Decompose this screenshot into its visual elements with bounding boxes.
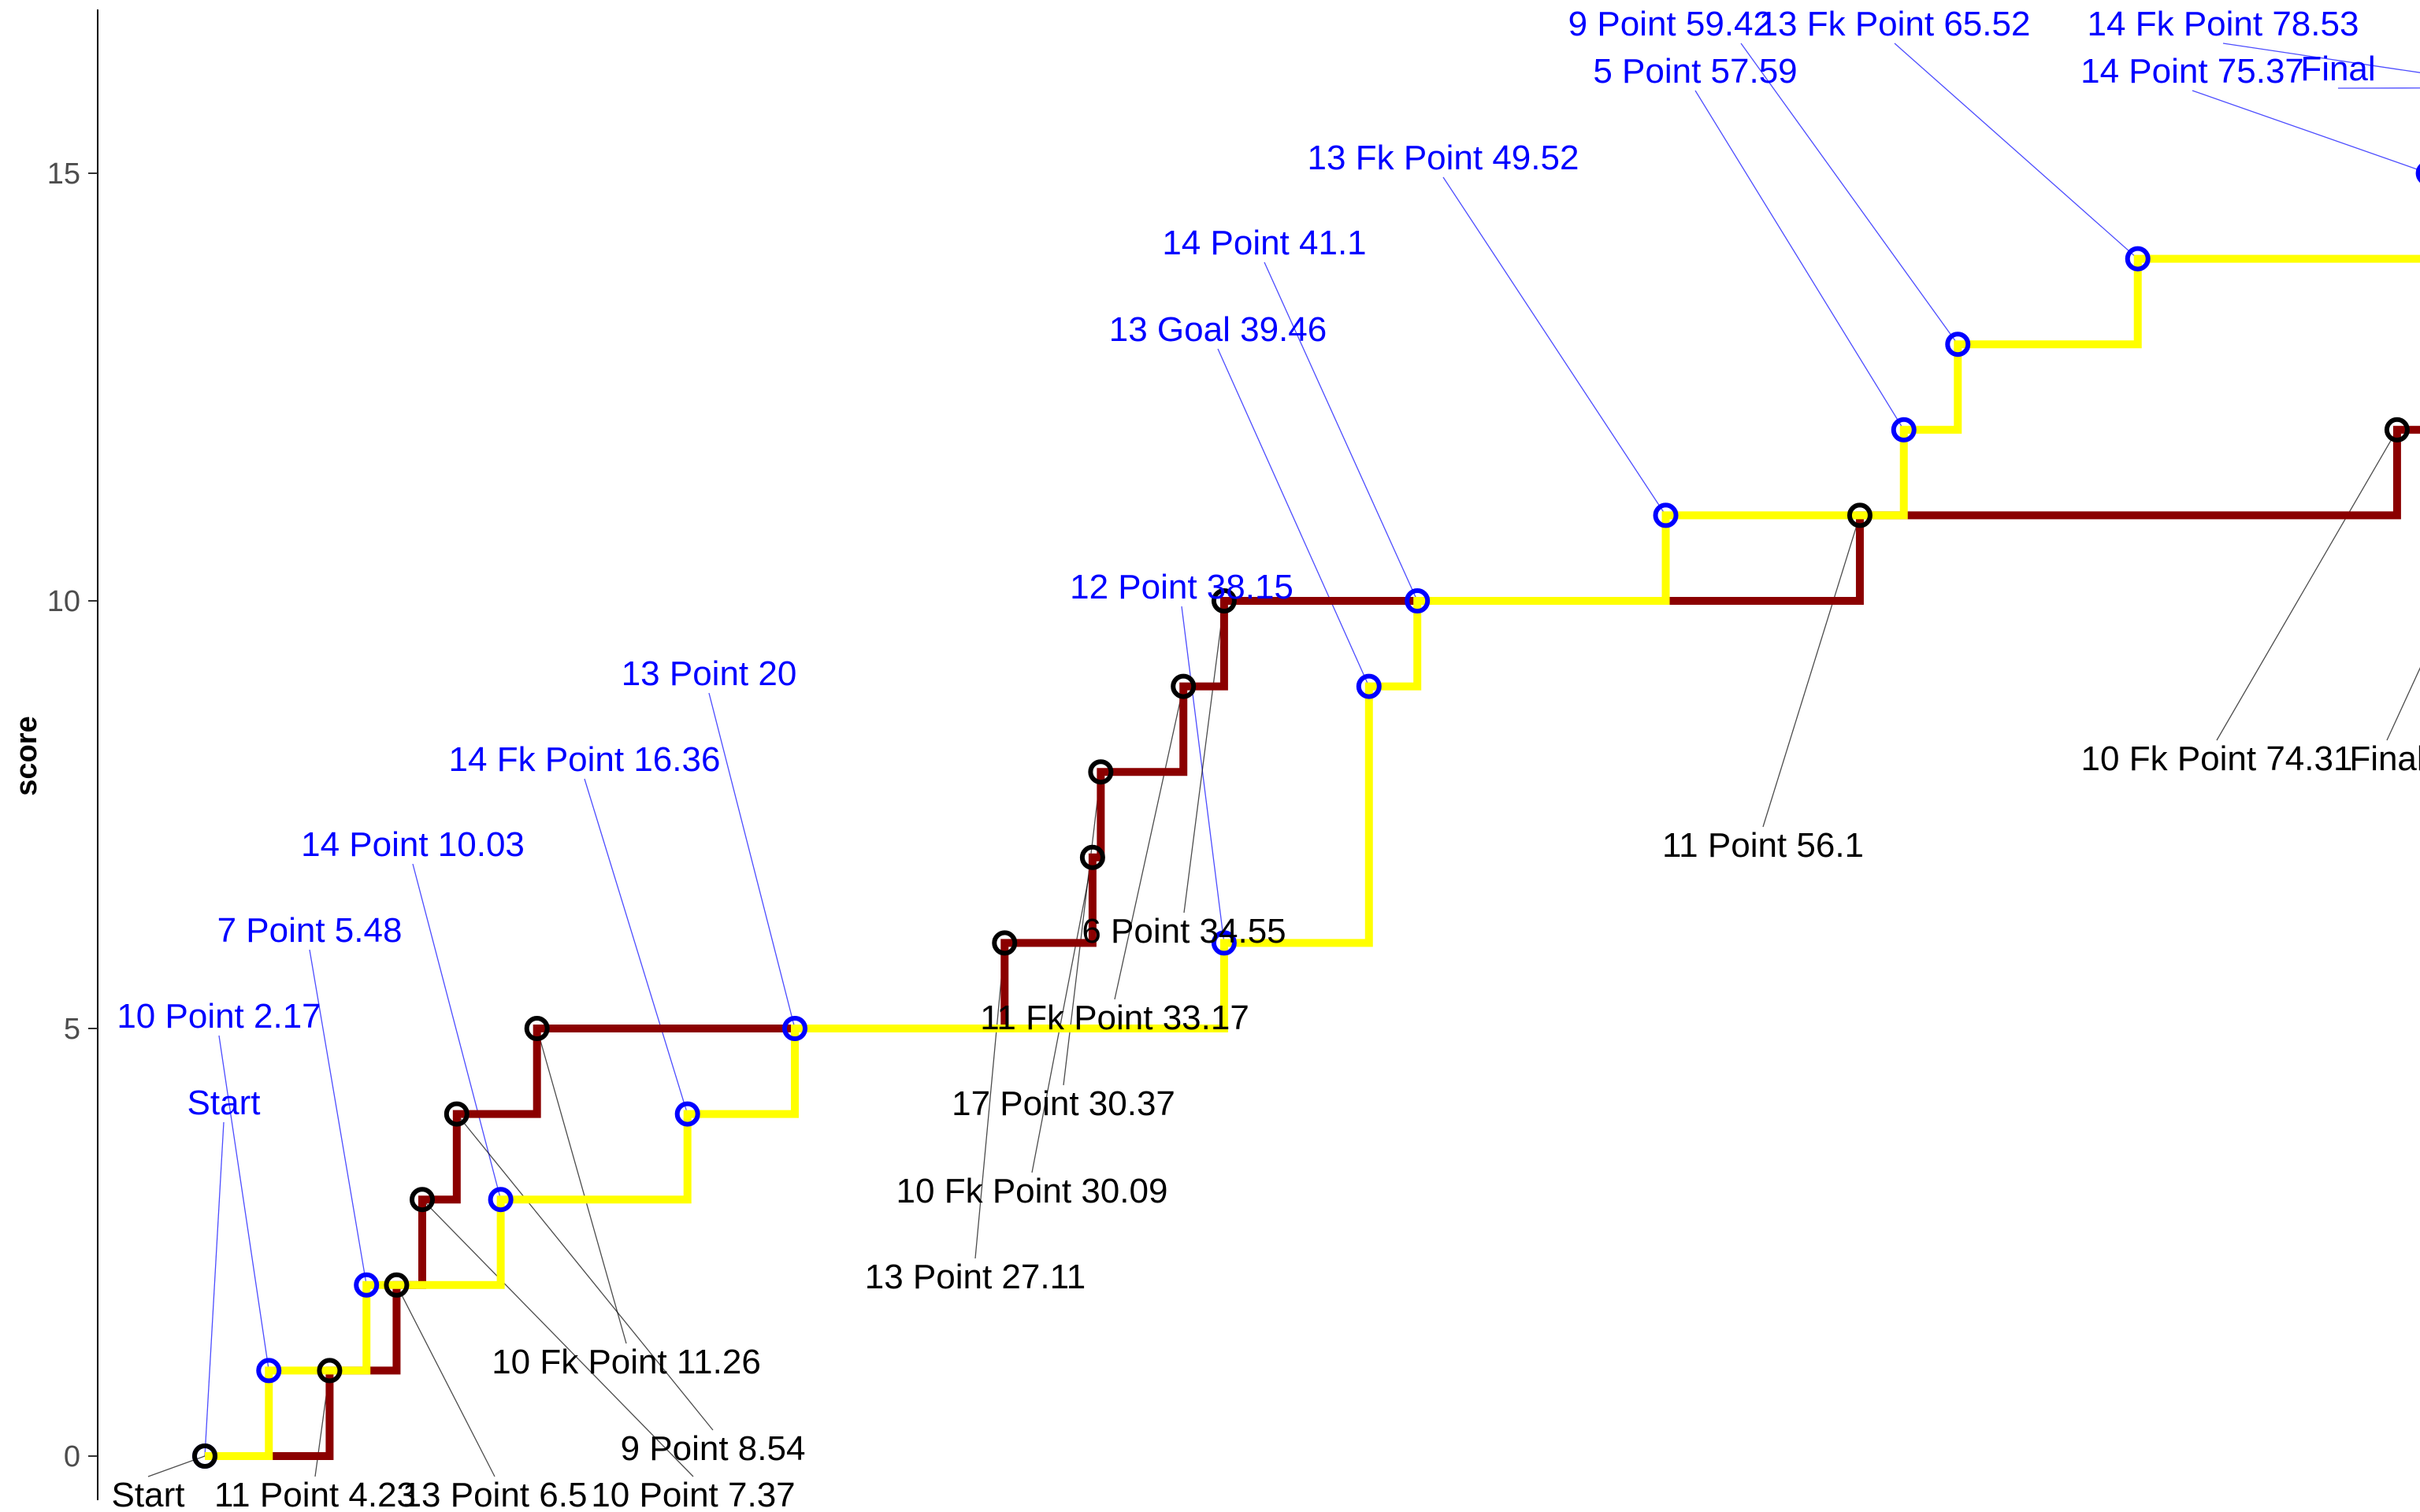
leader-line bbox=[974, 943, 1005, 1259]
series-point bbox=[1653, 502, 1679, 528]
series-point bbox=[192, 1443, 217, 1469]
point-label: Start bbox=[187, 1084, 261, 1122]
leader-line bbox=[2386, 667, 2420, 741]
leader-line bbox=[1694, 90, 1905, 431]
point-label: 10 Point 7.37 bbox=[591, 1476, 795, 1512]
point-label: 14 Point 10.03 bbox=[301, 825, 525, 864]
series-point bbox=[992, 930, 1018, 956]
series-point bbox=[410, 1187, 436, 1213]
series-points bbox=[192, 164, 2420, 1469]
series-point bbox=[1171, 673, 1197, 699]
axes: score bbox=[10, 9, 98, 1500]
point-label: 13 Goal 39.46 bbox=[1109, 310, 1327, 349]
leader-line bbox=[218, 1035, 269, 1371]
leader-line bbox=[1114, 686, 1184, 1000]
leader-line bbox=[1031, 857, 1093, 1173]
point-label: 17 Point 30.37 bbox=[952, 1084, 1175, 1123]
point-label: 11 Point 4.23 bbox=[214, 1476, 416, 1512]
point-label: Final bbox=[2300, 50, 2375, 88]
point-label: Final bbox=[2349, 739, 2420, 778]
label-leader-lines bbox=[147, 43, 2420, 1477]
point-label: 12 Point 38.15 bbox=[1070, 568, 1294, 606]
point-label: 13 Point 20 bbox=[622, 654, 797, 693]
point-label: 6 Point 34.55 bbox=[1082, 912, 1286, 951]
series-point bbox=[674, 1101, 700, 1127]
leader-line bbox=[1063, 772, 1102, 1086]
point-label: Start bbox=[112, 1476, 185, 1512]
series-line-0 bbox=[205, 254, 2420, 1460]
leader-line bbox=[412, 863, 502, 1200]
y-tick-label: 5 bbox=[64, 1013, 80, 1046]
y-ticks: 0 5 10 15 bbox=[47, 158, 98, 1473]
point-label: 13 Fk Point 49.52 bbox=[1308, 139, 1579, 177]
point-label: 14 Point 41.1 bbox=[1162, 224, 1366, 262]
leader-line bbox=[456, 1114, 714, 1431]
series-point bbox=[256, 1358, 282, 1384]
point-label: 10 Fk Point 74.31 bbox=[2081, 739, 2353, 778]
point-label: 13 Point 27.11 bbox=[865, 1258, 1086, 1296]
leader-line bbox=[708, 692, 796, 1029]
leader-line bbox=[2337, 87, 2420, 89]
point-label: 14 Fk Point 78.53 bbox=[2088, 5, 2359, 43]
series-point bbox=[1356, 673, 1382, 699]
leader-line bbox=[309, 949, 367, 1285]
point-label: 11 Fk Point 33.17 bbox=[980, 999, 1249, 1037]
leader-line bbox=[1217, 348, 1370, 687]
series-point bbox=[2125, 246, 2151, 272]
leader-line bbox=[2216, 429, 2398, 741]
leader-line bbox=[536, 1028, 627, 1344]
point-label: 13 Fk Point 65.52 bbox=[1759, 5, 2031, 43]
leader-line bbox=[1740, 43, 1958, 345]
point-label: 13 Point 6.5 bbox=[403, 1476, 588, 1512]
series-point bbox=[1079, 844, 1105, 870]
point-label: 14 Fk Point 16.36 bbox=[449, 740, 721, 779]
point-label: 10 Fk Point 11.26 bbox=[492, 1343, 761, 1381]
y-tick-label: 0 bbox=[64, 1440, 80, 1473]
leader-line bbox=[1894, 43, 2139, 260]
series-point bbox=[384, 1272, 410, 1298]
leader-line bbox=[204, 1121, 225, 1457]
series-point bbox=[1891, 417, 1917, 443]
point-label: 10 Point 2.17 bbox=[117, 997, 321, 1036]
leader-line bbox=[1762, 515, 1861, 828]
series-point bbox=[444, 1101, 470, 1127]
point-label: 5 Point 57.59 bbox=[1593, 52, 1797, 91]
series-point bbox=[354, 1272, 380, 1298]
series-point bbox=[1847, 502, 1873, 528]
point-label: 7 Point 5.48 bbox=[217, 911, 403, 950]
point-labels: Start 10 Point 2.17 7 Point 5.48 14 Point 1… bbox=[112, 5, 2420, 1512]
series-point bbox=[1405, 588, 1431, 613]
leader-line bbox=[2192, 90, 2420, 171]
series-point bbox=[488, 1187, 514, 1213]
leader-line bbox=[584, 778, 689, 1114]
series-point bbox=[1211, 930, 1237, 956]
leader-line bbox=[421, 1199, 694, 1477]
point-label: 14 Point 75.37 bbox=[2080, 52, 2304, 91]
series-point bbox=[1945, 332, 1971, 358]
point-label: 11 Point 56.1 bbox=[1662, 826, 1864, 865]
series-point bbox=[782, 1016, 807, 1041]
series-point bbox=[1211, 588, 1237, 613]
leader-line bbox=[1183, 600, 1225, 914]
series-point bbox=[524, 1016, 550, 1041]
series-point bbox=[2415, 164, 2420, 183]
point-label: 9 Point 59.42 bbox=[1568, 5, 1772, 43]
y-tick-label: 10 bbox=[47, 585, 80, 618]
point-label: 9 Point 8.54 bbox=[621, 1429, 806, 1468]
series-point bbox=[2384, 417, 2410, 443]
series-point bbox=[1088, 759, 1114, 785]
leader-line bbox=[1442, 176, 1667, 516]
leader-line bbox=[1181, 606, 1225, 943]
leader-line bbox=[1264, 261, 1418, 602]
leader-line bbox=[2222, 43, 2420, 73]
series-point bbox=[317, 1358, 343, 1384]
y-tick-label: 15 bbox=[47, 158, 80, 191]
y-axis-title: score bbox=[10, 716, 43, 795]
leader-line bbox=[395, 1284, 496, 1477]
point-label: 10 Fk Point 30.09 bbox=[896, 1172, 1168, 1210]
series-lines bbox=[205, 254, 2420, 1460]
